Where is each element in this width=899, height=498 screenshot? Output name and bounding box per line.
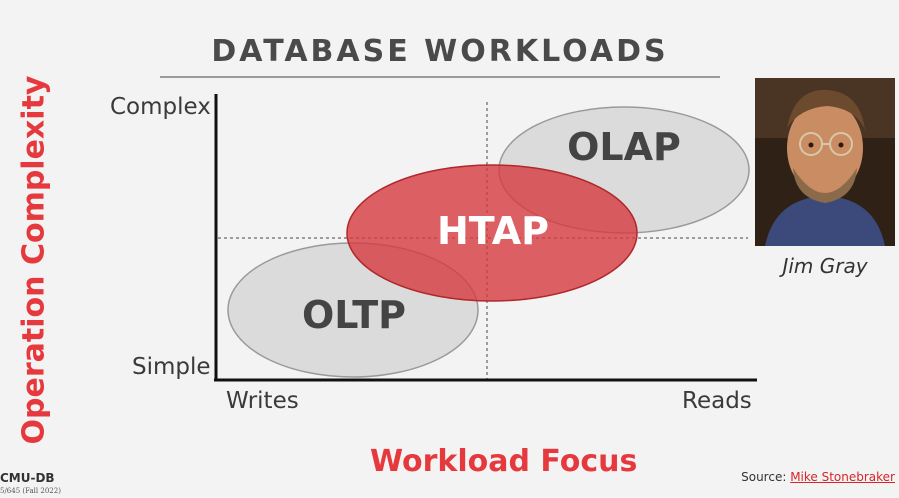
source-prefix: Source:: [741, 470, 791, 484]
portrait-caption: Jim Gray: [782, 254, 868, 278]
slide-title: DATABASE WORKLOADS: [211, 34, 669, 69]
x-axis-title: Workload Focus: [370, 444, 638, 479]
x-axis-right-label: Reads: [682, 388, 752, 414]
y-axis-top-label: Complex: [110, 94, 211, 120]
y-axis-bottom-label: Simple: [132, 354, 211, 380]
x-axis-left-label: Writes: [226, 388, 299, 414]
olap-label: OLAP: [567, 125, 681, 169]
title-underline: [160, 76, 720, 78]
htap-label: HTAP: [437, 209, 549, 253]
cmu-db-logo: CMU-DB: [0, 471, 55, 485]
oltp-label: OLTP: [302, 293, 406, 337]
course-label: 5/645 (Fall 2022): [0, 487, 61, 495]
source-link[interactable]: Mike Stonebraker: [790, 470, 895, 484]
htap-region: [346, 164, 638, 302]
source-credit: Source: Mike Stonebraker: [741, 470, 895, 484]
jim-gray-portrait: [755, 78, 895, 246]
portrait-image: [755, 78, 895, 246]
